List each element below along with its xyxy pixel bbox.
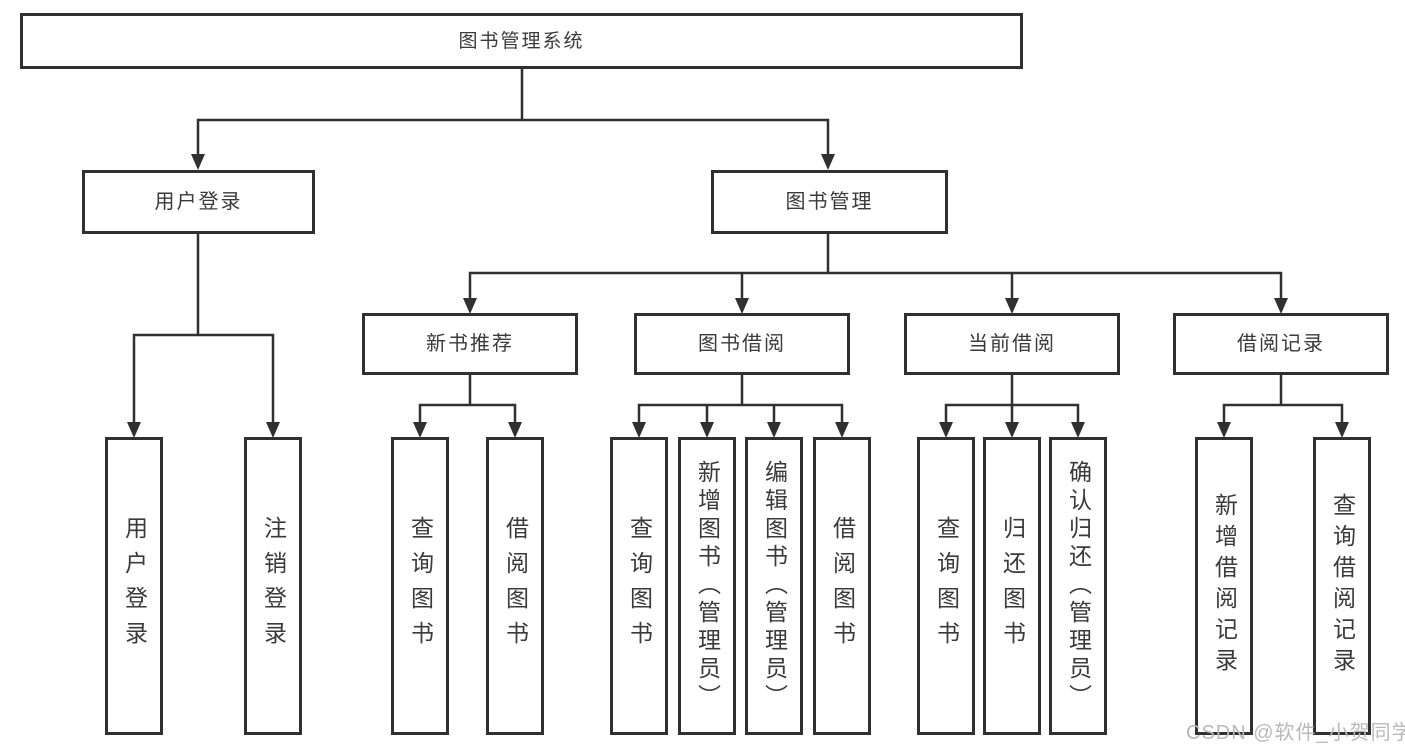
connector-root-to-branches <box>191 69 835 170</box>
node-book-borrowing-label: 图书借阅 <box>698 333 786 355</box>
node-user-login-label: 用户登录 <box>154 191 243 213</box>
leaf-logout-label: 注销登录 <box>260 516 287 656</box>
node-user-login: 用户登录 <box>82 170 315 234</box>
leaf-user-login: 用户登录 <box>105 437 163 735</box>
leaf-user-login-label: 用户登录 <box>121 516 148 656</box>
leaf-query-books-recommend: 查询图书 <box>391 437 449 735</box>
leaf-query-books-recommend-label: 查询图书 <box>407 516 434 656</box>
connector-current-borrowing-to-leaves <box>939 375 1085 438</box>
leaf-confirm-return-admin-label: 确认归还（管理员） <box>1065 460 1092 712</box>
node-current-borrowing-label: 当前借阅 <box>968 333 1056 355</box>
connector-new-book-recommendation-to-leaves <box>413 375 522 438</box>
node-borrowing-records: 借阅记录 <box>1173 313 1389 375</box>
leaf-return-books: 归还图书 <box>983 437 1041 735</box>
leaf-query-borrow-record: 查询借阅记录 <box>1313 437 1371 735</box>
node-new-book-recommendation-label: 新书推荐 <box>426 333 514 355</box>
watermark-text: CSDN @软件_小贺同学 <box>1186 722 1405 744</box>
leaf-add-books-admin-label: 新增图书（管理员） <box>694 460 721 712</box>
connector-borrowing-records-to-leaves <box>1217 375 1349 438</box>
node-root: 图书管理系统 <box>20 13 1023 69</box>
leaf-confirm-return-admin: 确认归还（管理员） <box>1049 437 1107 735</box>
leaf-borrow-books-borrowing: 借阅图书 <box>813 437 871 735</box>
connector-book-borrowing-to-leaves <box>632 375 849 438</box>
leaf-query-books-current-label: 查询图书 <box>933 516 960 656</box>
leaf-return-books-label: 归还图书 <box>999 516 1026 656</box>
leaf-borrow-books-borrowing-label: 借阅图书 <box>829 516 856 656</box>
leaf-query-books-borrowing-label: 查询图书 <box>626 516 653 656</box>
connector-user-login-to-leaves <box>127 234 280 438</box>
connector-book-management-to-groups <box>463 234 1288 314</box>
node-root-label: 图书管理系统 <box>458 30 585 52</box>
node-book-management: 图书管理 <box>711 170 948 234</box>
leaf-edit-books-admin: 编辑图书（管理员） <box>745 437 803 735</box>
node-book-borrowing: 图书借阅 <box>634 313 850 375</box>
node-borrowing-records-label: 借阅记录 <box>1237 333 1325 355</box>
leaf-add-borrow-record: 新增借阅记录 <box>1195 437 1253 735</box>
node-current-borrowing: 当前借阅 <box>904 313 1120 375</box>
node-new-book-recommendation: 新书推荐 <box>362 313 578 375</box>
node-book-management-label: 图书管理 <box>785 191 874 213</box>
leaf-add-books-admin: 新增图书（管理员） <box>678 437 736 735</box>
leaf-borrow-books-recommend-label: 借阅图书 <box>502 516 529 656</box>
leaf-query-books-borrowing: 查询图书 <box>610 437 668 735</box>
leaf-add-borrow-record-label: 新增借阅记录 <box>1211 493 1238 679</box>
leaf-logout: 注销登录 <box>244 437 302 735</box>
leaf-edit-books-admin-label: 编辑图书（管理员） <box>761 460 788 712</box>
leaf-query-borrow-record-label: 查询借阅记录 <box>1329 493 1356 679</box>
leaf-borrow-books-recommend: 借阅图书 <box>486 437 544 735</box>
leaf-query-books-current: 查询图书 <box>917 437 975 735</box>
